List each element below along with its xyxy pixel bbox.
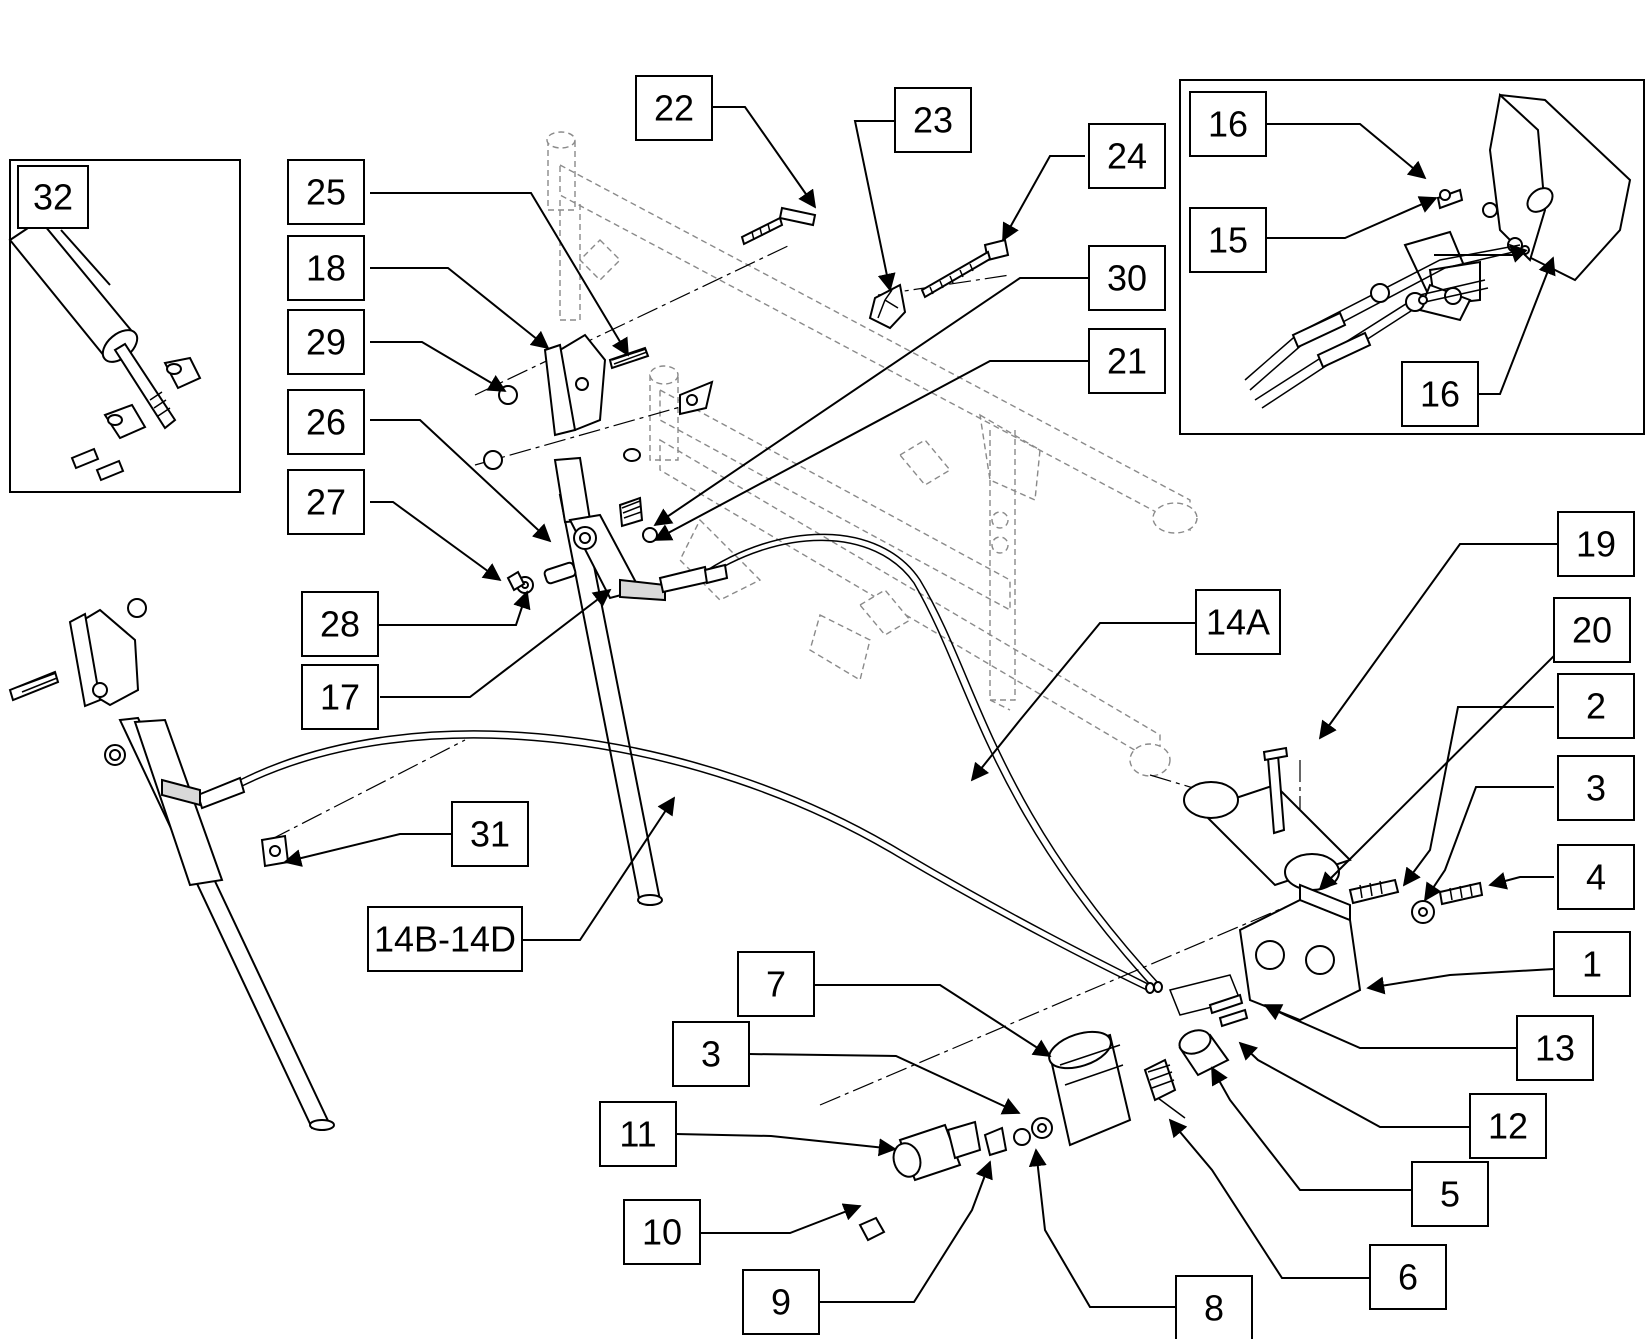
callout-16-top: 16 [1189,91,1267,157]
svg-text:9: 9 [771,1282,791,1323]
svg-text:31: 31 [470,814,510,855]
callout-23: 23 [894,87,972,153]
svg-text:24: 24 [1107,136,1147,177]
hardware-top [740,206,1010,330]
callout-18: 18 [287,235,365,301]
svg-text:3: 3 [701,1034,721,1075]
callout-3-lower: 3 [672,1021,750,1087]
wheelchair-frame-ghost [546,131,1198,777]
callout-8: 8 [1175,1275,1253,1339]
svg-text:23: 23 [913,100,953,141]
svg-text:6: 6 [1398,1257,1418,1298]
callout-11: 11 [599,1101,677,1167]
svg-text:7: 7 [766,964,786,1005]
callout-13: 13 [1516,1015,1594,1081]
svg-text:25: 25 [306,172,346,213]
svg-text:16: 16 [1208,104,1248,145]
callout-28: 28 [301,591,379,657]
cable-14a [658,533,1163,993]
assembly-axes [269,244,1301,1106]
callout-22: 22 [635,75,713,141]
callout-17: 17 [301,664,379,730]
svg-text:1: 1 [1582,944,1602,985]
svg-text:3: 3 [1586,768,1606,809]
svg-text:15: 15 [1208,220,1248,261]
callout-1: 1 [1553,931,1631,997]
callout-9: 9 [742,1269,820,1335]
callout-32: 32 [17,165,89,229]
callout-14a: 14A [1195,589,1281,655]
svg-text:28: 28 [320,604,360,645]
inset-32-drawing [8,218,202,482]
callout-31: 31 [451,801,529,867]
callout-24: 24 [1088,123,1166,189]
svg-text:18: 18 [306,248,346,289]
callout-7: 7 [737,951,815,1017]
svg-text:32: 32 [33,177,73,218]
callout-6: 6 [1369,1244,1447,1310]
callout-16-bottom: 16 [1401,361,1479,427]
callout-25: 25 [287,159,365,225]
callout-5: 5 [1411,1161,1489,1227]
svg-text:29: 29 [306,322,346,363]
svg-text:19: 19 [1576,524,1616,565]
callout-20: 20 [1553,597,1631,663]
svg-text:14B-14D: 14B-14D [374,919,516,960]
lever-assembly-main [483,333,714,906]
handle-assembly [858,1029,1230,1242]
callout-10: 10 [623,1199,701,1265]
svg-text:2: 2 [1586,686,1606,727]
callout-29: 29 [287,309,365,375]
svg-text:4: 4 [1586,857,1606,898]
callout-30: 30 [1088,245,1166,311]
svg-text:21: 21 [1107,341,1147,382]
callout-12: 12 [1469,1093,1547,1159]
lever-assembly-left [8,598,335,1131]
callout-27: 27 [287,469,365,535]
bracket-assembly-right [1168,746,1484,1028]
svg-text:10: 10 [642,1212,682,1253]
svg-text:5: 5 [1440,1174,1460,1215]
callout-21: 21 [1088,328,1166,394]
svg-text:13: 13 [1535,1028,1575,1069]
callout-19: 19 [1557,511,1635,577]
callout-3-upper: 3 [1557,755,1635,821]
svg-text:8: 8 [1204,1288,1224,1329]
svg-text:11: 11 [619,1114,656,1155]
callout-2: 2 [1557,673,1635,739]
callout-15: 15 [1189,207,1267,273]
cable-14b-14d [196,730,1155,994]
svg-text:20: 20 [1572,610,1612,651]
svg-text:22: 22 [654,88,694,129]
callout-26: 26 [287,389,365,455]
svg-text:30: 30 [1107,258,1147,299]
svg-text:17: 17 [320,677,360,718]
svg-text:26: 26 [306,402,346,443]
callout-14b-14d: 14B-14D [367,906,523,972]
svg-text:27: 27 [306,482,346,523]
callout-4: 4 [1557,844,1635,910]
svg-text:14A: 14A [1206,602,1270,643]
svg-text:16: 16 [1420,374,1460,415]
svg-text:12: 12 [1488,1106,1528,1147]
